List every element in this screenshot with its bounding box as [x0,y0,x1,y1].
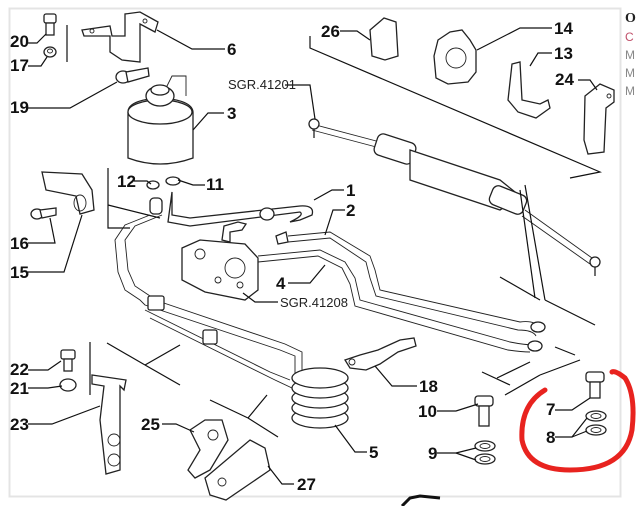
callout-19: 19 [10,98,29,117]
callout-7: 7 [546,400,555,419]
callout-14: 14 [554,19,573,38]
callout-21: 21 [10,379,29,398]
callout-15: 15 [10,263,29,282]
part-25-clip [187,419,229,479]
callout-6: 6 [227,40,236,59]
part-14-housing [433,29,477,85]
part-6-bracket [81,11,159,63]
callout-20: 20 [10,32,29,51]
part-return-line [114,214,303,389]
part-23-bracket [91,374,127,475]
callout-13: 13 [554,44,573,63]
callout-1: 1 [346,181,355,200]
part-8-washers [585,410,607,436]
part-17-nut [43,46,57,58]
part-4-pressure-line [257,249,543,353]
callout-27: 27 [297,475,316,494]
ref-label-41201: SGR.41201 [228,77,296,92]
part-1-return-hose [149,191,314,227]
part-20-bolt [43,13,57,36]
part-27-bracket [204,439,271,501]
callout-4: 4 [276,274,286,293]
callout-3: 3 [227,104,236,123]
callout-11: 11 [206,175,224,194]
part-steering-rack [308,118,601,276]
callout-17: 17 [10,56,29,75]
callout-24: 24 [555,70,574,89]
part-18-bracket [344,337,417,371]
red-circle-annotation [519,369,636,473]
sidebar-item[interactable]: M [625,66,635,80]
part-5-cooler-coil [291,367,349,429]
part-3-reservoir [127,75,194,165]
callout-12: 12 [117,172,136,191]
sidebar-item[interactable]: C [625,30,634,44]
callout-8: 8 [546,428,555,447]
part-power-steering-pump [181,221,259,301]
sidebar-item[interactable]: M [625,84,635,98]
part-10-banjo-bolt [474,395,494,427]
leader-lines [28,27,598,485]
part-16-bolt [30,207,57,220]
callout-16: 16 [10,234,29,253]
part-24-shield [583,83,615,155]
sidebar-item[interactable]: M [625,48,635,62]
part-2-pressure-line [287,231,546,337]
part-19-bolt [115,67,150,84]
part-22-bolt [60,349,76,372]
sidebar-item[interactable]: O [625,11,636,26]
callout-2: 2 [346,201,355,220]
part-26-clip [369,17,399,61]
part-7-banjo-bolt [585,371,605,399]
callout-25: 25 [141,415,160,434]
callout-10: 10 [418,402,437,421]
callout-9: 9 [428,444,437,463]
sidebar-partial: O C M M M [625,10,637,100]
callout-5: 5 [369,443,378,462]
guide-lines [66,25,603,438]
ref-label-41208: SGR.41208 [280,295,348,310]
part-15-bracket [41,171,95,215]
part-11-clamp [165,176,181,186]
callout-22: 22 [10,360,29,379]
part-9-washers [474,440,496,465]
part-13-bracket [507,61,551,119]
callout-23: 23 [10,415,29,434]
callout-26: 26 [321,22,340,41]
cropped-graphic-fragment [400,494,441,506]
part-21-nut [59,378,77,392]
callout-labels: 20 17 19 6 3 12 11 16 15 1 2 4 SGR.41208… [10,19,574,494]
callout-18: 18 [419,377,438,396]
